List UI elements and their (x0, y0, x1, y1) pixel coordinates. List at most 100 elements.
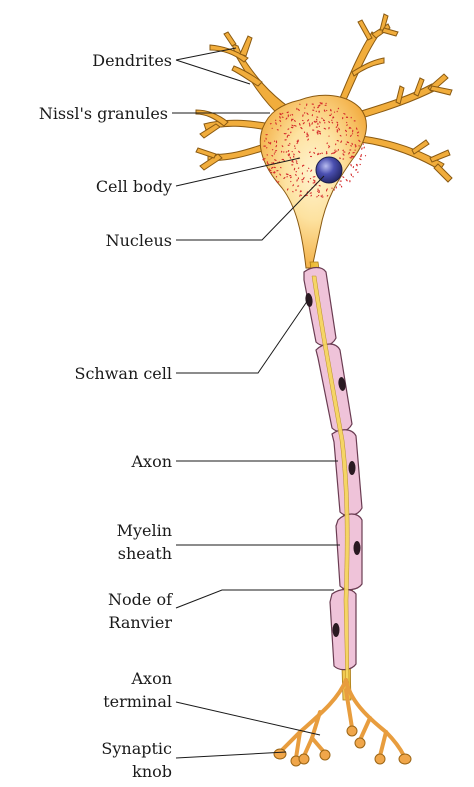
nissl-granule (312, 176, 316, 178)
nissl-granule (312, 109, 315, 111)
synaptic-knobs (273, 725, 412, 767)
nissl-granule (314, 147, 317, 149)
nissl-granule (357, 171, 359, 173)
nissl-granule (346, 124, 348, 126)
nissl-granule (335, 186, 337, 189)
nissl-granule (352, 129, 354, 133)
nissl-granule (317, 122, 319, 126)
nissl-granule (323, 122, 326, 124)
nissl-granule (273, 140, 276, 142)
nissl-granule (291, 124, 294, 127)
nissl-granule (316, 195, 318, 198)
nissl-granule (262, 159, 265, 161)
nissl-granule (302, 177, 305, 180)
nissl-granule (349, 157, 353, 159)
synaptic-knob (374, 753, 386, 765)
nissl-granule (317, 194, 320, 197)
nissl-granule (310, 194, 312, 197)
nissl-granule (318, 110, 320, 112)
nissl-granule (291, 159, 294, 163)
nissl-granule (325, 152, 328, 155)
nissl-granule (311, 103, 315, 105)
nissl-granule (356, 135, 359, 137)
nissl-granule (299, 195, 301, 197)
nissl-granule (339, 183, 341, 186)
nissl-granule (287, 134, 290, 136)
nissl-granule (299, 194, 303, 196)
nissl-granule (307, 119, 310, 122)
nissl-granule (269, 123, 272, 125)
nissl-granule (266, 161, 268, 164)
synaptic-knob (319, 749, 331, 761)
nissl-granule (279, 119, 282, 122)
nissl-granule (311, 114, 314, 117)
nissl-granule (350, 116, 352, 119)
nissl-granule (318, 189, 320, 192)
nissl-granule (265, 134, 268, 136)
nissl-granule (333, 151, 335, 155)
nissl-granule (355, 127, 358, 130)
nissl-granule (311, 122, 313, 125)
nissl-granule (328, 121, 331, 124)
nissl-granule (326, 109, 328, 112)
nissl-granule (316, 130, 320, 132)
nissl-granule (354, 145, 357, 148)
nissl-granule (352, 152, 355, 154)
nissl-granule (348, 151, 350, 155)
nissl-granule (318, 125, 320, 128)
label-cell-body: Cell body (96, 177, 172, 196)
nissl-granule (275, 175, 278, 178)
nissl-granule (309, 155, 313, 158)
nissl-granule (315, 110, 317, 112)
nissl-granule (306, 136, 308, 138)
nissl-granule (285, 173, 288, 176)
nissl-granule (355, 169, 358, 171)
nissl-granule (321, 194, 323, 196)
nissl-granule (330, 113, 332, 115)
nissl-granule (333, 111, 336, 113)
nissl-granule (323, 127, 327, 130)
nissl-granule (317, 131, 319, 135)
nissl-granule (336, 121, 339, 124)
leader-lines (172, 47, 340, 759)
synaptic-knob (398, 753, 412, 765)
nissl-granule (271, 127, 273, 129)
schwann-nuclei (305, 293, 361, 637)
nissl-granule (286, 188, 289, 191)
nissl-granule (293, 119, 296, 122)
nissl-granule (287, 128, 290, 130)
nissl-granule (291, 113, 294, 116)
nissl-granule (298, 150, 301, 153)
nissl-granule (339, 134, 342, 137)
nissl-granule (331, 187, 333, 189)
nissl-granule (291, 164, 294, 166)
nissl-granule (279, 173, 282, 176)
nissl-granule (359, 158, 362, 161)
dendrites (195, 13, 453, 183)
nissl-granule (328, 146, 330, 149)
nissl-granule (302, 114, 304, 117)
nissl-granule (313, 151, 316, 154)
nissl-granule (358, 139, 361, 142)
nissl-granule (302, 122, 305, 125)
nissl-granule (335, 126, 338, 128)
nissl-granule (343, 154, 345, 156)
label-axon: Axon (130, 452, 172, 471)
nissl-granule (312, 182, 314, 184)
nissl-granule (360, 154, 362, 157)
nissl-granule (303, 112, 306, 114)
nissl-granule (296, 142, 299, 144)
nissl-granule (289, 114, 292, 116)
nissl-granule (283, 151, 285, 153)
nissl-granule (297, 167, 300, 169)
nissl-granule (363, 146, 365, 149)
nissl-granule (338, 157, 342, 159)
nissl-granule (306, 112, 309, 115)
nissl-granule (325, 102, 327, 105)
nissl-granule (281, 158, 285, 161)
nissl-granule (349, 126, 352, 129)
nissl-granule (265, 147, 268, 149)
nissl-granule (325, 150, 328, 154)
nissl-granule (346, 141, 350, 144)
schwann-cell (329, 588, 357, 671)
